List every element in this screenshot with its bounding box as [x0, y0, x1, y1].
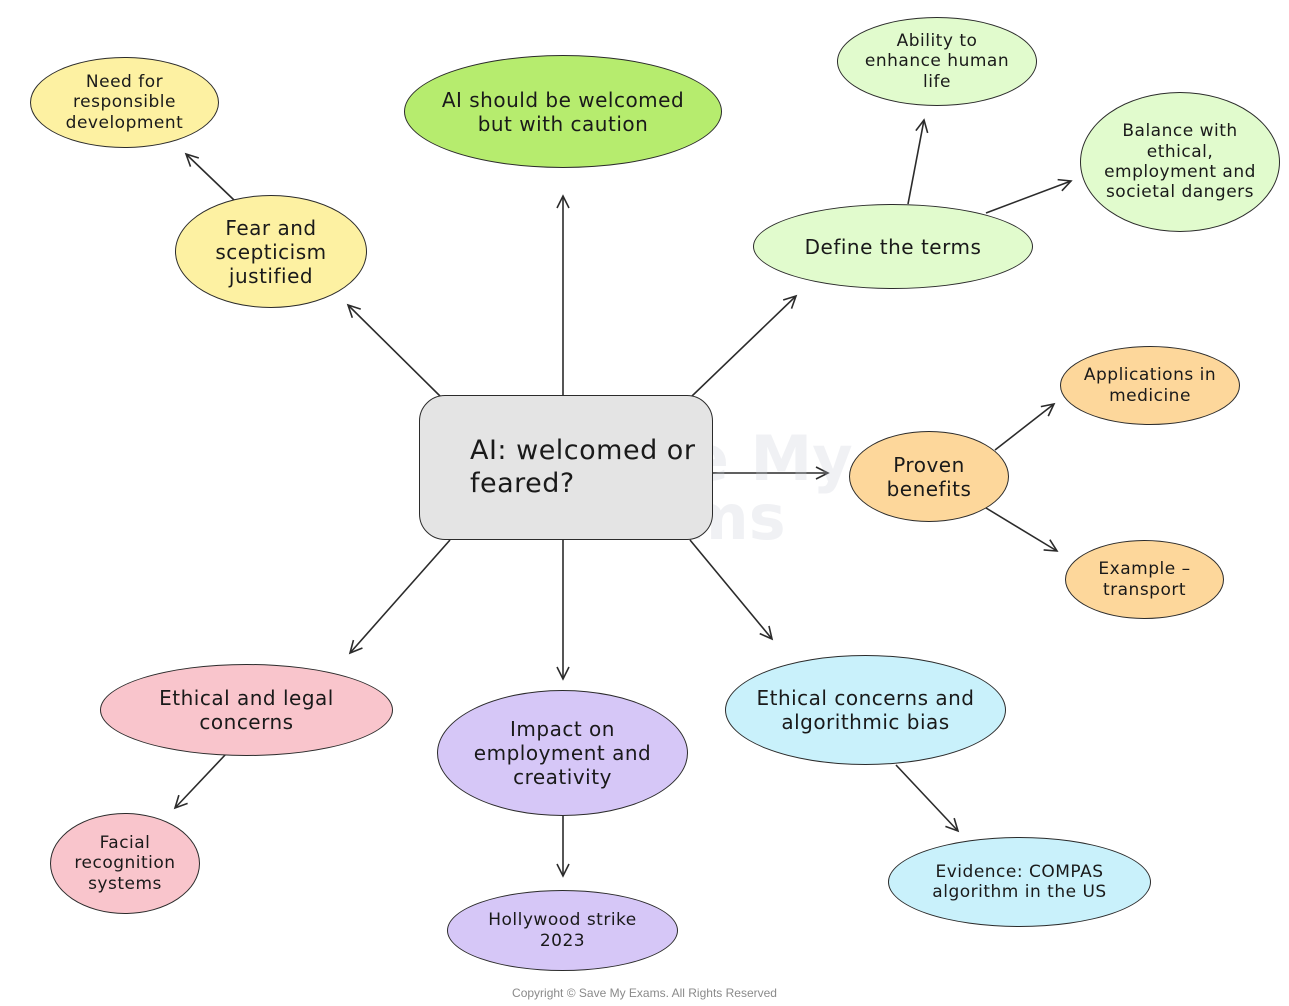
- node-responsible-development: Need for responsible development: [30, 57, 219, 148]
- node-example-transport-label: Example – transport: [1098, 559, 1191, 600]
- arrow-proven-to-medicine: [994, 402, 1056, 451]
- node-applications-medicine-label: Applications in medicine: [1083, 365, 1217, 406]
- node-enhance-human-life: Ability to enhance human life: [837, 17, 1037, 106]
- arrow-define-to-balance: [985, 178, 1073, 214]
- node-example-transport: Example – transport: [1065, 540, 1224, 619]
- node-algorithmic-bias: Ethical concerns and algorithmic bias: [725, 655, 1006, 765]
- node-responsible-development-label: Need for responsible development: [65, 71, 184, 133]
- node-balance-dangers: Balance with ethical, employment and soc…: [1080, 92, 1280, 232]
- node-fear-and-scepticism: Fear and scepticism justified: [175, 195, 367, 308]
- node-define-terms-label: Define the terms: [804, 234, 982, 259]
- node-ethical-legal-concerns: Ethical and legal concerns: [100, 664, 393, 756]
- node-applications-medicine: Applications in medicine: [1060, 346, 1240, 425]
- node-hollywood-strike: Hollywood strike 2023: [447, 890, 678, 971]
- node-impact-employment: Impact on employment and creativity: [437, 690, 688, 816]
- node-compas-evidence: Evidence: COMPAS algorithm in the US: [888, 837, 1151, 927]
- node-welcomed-with-caution-label: AI should be welcomed but with caution: [441, 87, 685, 136]
- arrow-define-to-enhance: [907, 118, 929, 205]
- arrow-center-to-fear: [346, 303, 441, 397]
- node-facial-recognition: Facial recognition systems: [50, 813, 200, 914]
- node-proven-benefits-label: Proven benefits: [886, 452, 972, 501]
- copyright-footer: Copyright © Save My Exams. All Rights Re…: [512, 986, 777, 1000]
- arrow-center-to-ethical-legal: [348, 539, 451, 655]
- node-welcomed-with-caution: AI should be welcomed but with caution: [404, 55, 722, 168]
- node-fear-and-scepticism-label: Fear and scepticism justified: [215, 215, 327, 288]
- node-algorithmic-bias-label: Ethical concerns and algorithmic bias: [756, 686, 975, 734]
- arrow-bias-to-compas: [895, 764, 960, 833]
- node-define-terms: Define the terms: [753, 204, 1033, 289]
- node-facial-recognition-label: Facial recognition systems: [74, 832, 176, 894]
- node-compas-evidence-label: Evidence: COMPAS algorithm in the US: [932, 861, 1107, 902]
- arrow-center-to-define: [691, 294, 798, 397]
- arrow-proven-to-transport: [985, 507, 1059, 552]
- node-proven-benefits: Proven benefits: [849, 431, 1009, 522]
- center-node: AI: welcomed or feared?: [419, 395, 713, 540]
- node-ethical-legal-concerns-label: Ethical and legal concerns: [159, 686, 334, 734]
- node-balance-dangers-label: Balance with ethical, employment and soc…: [1104, 121, 1256, 203]
- node-impact-employment-label: Impact on employment and creativity: [473, 717, 652, 789]
- node-enhance-human-life-label: Ability to enhance human life: [864, 30, 1010, 92]
- node-hollywood-strike-label: Hollywood strike 2023: [488, 910, 637, 951]
- arrow-ethical-legal-to-facial: [173, 753, 227, 810]
- arrow-fear-to-responsible: [184, 152, 235, 201]
- arrow-center-to-bias: [689, 539, 774, 641]
- center-node-label: AI: welcomed or feared?: [470, 435, 696, 499]
